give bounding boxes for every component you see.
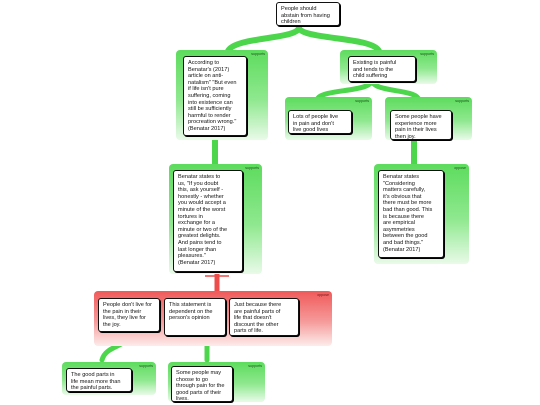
claim-node-choose-pain[interactable]: Some people may choose to go through pai… (171, 366, 233, 402)
zone-label: oppose (454, 166, 466, 170)
claim-node-benatar-torture[interactable]: Benatar states to us, "If you doubt this… (173, 170, 243, 272)
objection-node-live-for-joy[interactable]: People don't live for the pain in their … (98, 298, 160, 332)
zone-label: supports (139, 364, 153, 368)
claim-node-more-pain[interactable]: Some people have experience more pain in… (390, 110, 452, 140)
zone-label: oppose (317, 293, 329, 297)
zone-label: supports (245, 166, 259, 170)
link-root-to-group2 (296, 24, 382, 54)
zone-label: supports (251, 52, 265, 56)
claim-node-root[interactable]: People should abstain from having childr… (276, 2, 340, 26)
claim-node-lots-in-pain[interactable]: Lots of people live in pain and don't li… (288, 110, 352, 134)
zone-label: supports (420, 52, 434, 56)
objection-node-other-parts[interactable]: Just because there are painful parts of … (229, 298, 299, 336)
link-root-to-group1 (225, 24, 302, 54)
claim-node-good-parts[interactable]: The good parts in life mean more than th… (66, 368, 132, 392)
zone-label: supports (248, 364, 262, 368)
zone-label: supports (355, 99, 369, 103)
objection-node-opinion[interactable]: This statement is dependent on the perso… (164, 298, 226, 336)
zone-label: supports (455, 99, 469, 103)
claim-node-benatar-article[interactable]: According to Benatar's (2017) article on… (183, 56, 247, 136)
claim-node-benatar-asymmetry[interactable]: Benatar states "Considering matters care… (378, 170, 444, 258)
claim-node-existing-painful[interactable]: Existing is painful and tends to the chi… (348, 56, 416, 82)
